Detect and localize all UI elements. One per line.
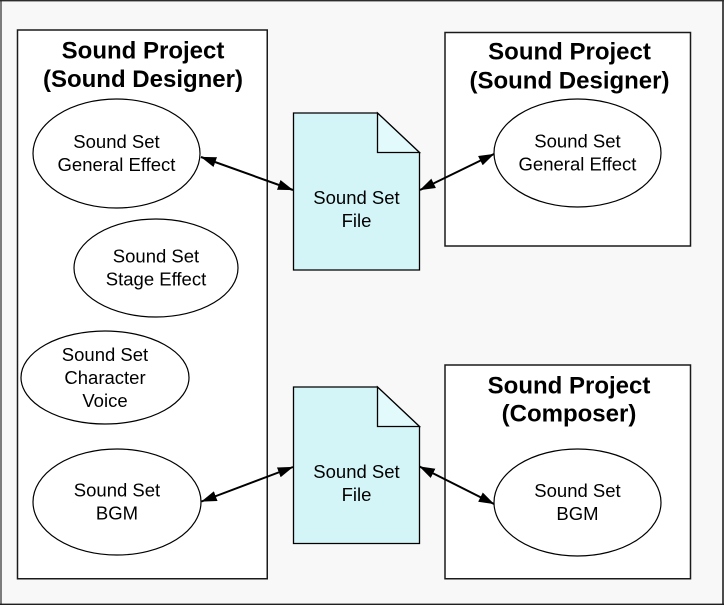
svg-text:Sound Project: Sound Project — [488, 373, 651, 400]
svg-text:General Effect: General Effect — [58, 154, 176, 175]
svg-text:BGM: BGM — [96, 503, 138, 524]
svg-text:File: File — [342, 210, 372, 231]
svg-text:Sound Project: Sound Project — [62, 38, 225, 65]
svg-text:Sound Project: Sound Project — [488, 39, 651, 66]
svg-text:Sound Set: Sound Set — [313, 187, 399, 208]
svg-text:General Effect: General Effect — [519, 154, 637, 175]
svg-text:Sound Set: Sound Set — [74, 480, 160, 501]
svg-text:Character: Character — [64, 367, 145, 388]
svg-text:Sound Set: Sound Set — [534, 480, 620, 501]
svg-text:Sound Set: Sound Set — [534, 131, 620, 152]
svg-text:Sound Set: Sound Set — [113, 246, 199, 267]
svg-text:BGM: BGM — [556, 503, 598, 524]
svg-text:(Sound Designer): (Sound Designer) — [43, 66, 243, 93]
svg-text:Stage Effect: Stage Effect — [106, 269, 206, 290]
svg-text:Voice: Voice — [82, 390, 127, 411]
svg-text:(Sound Designer): (Sound Designer) — [469, 68, 669, 95]
svg-text:Sound Set: Sound Set — [313, 461, 399, 482]
svg-text:File: File — [342, 484, 372, 505]
svg-text:Sound Set: Sound Set — [73, 131, 159, 152]
svg-text:Sound Set: Sound Set — [62, 344, 148, 365]
svg-text:(Composer): (Composer) — [502, 401, 637, 428]
